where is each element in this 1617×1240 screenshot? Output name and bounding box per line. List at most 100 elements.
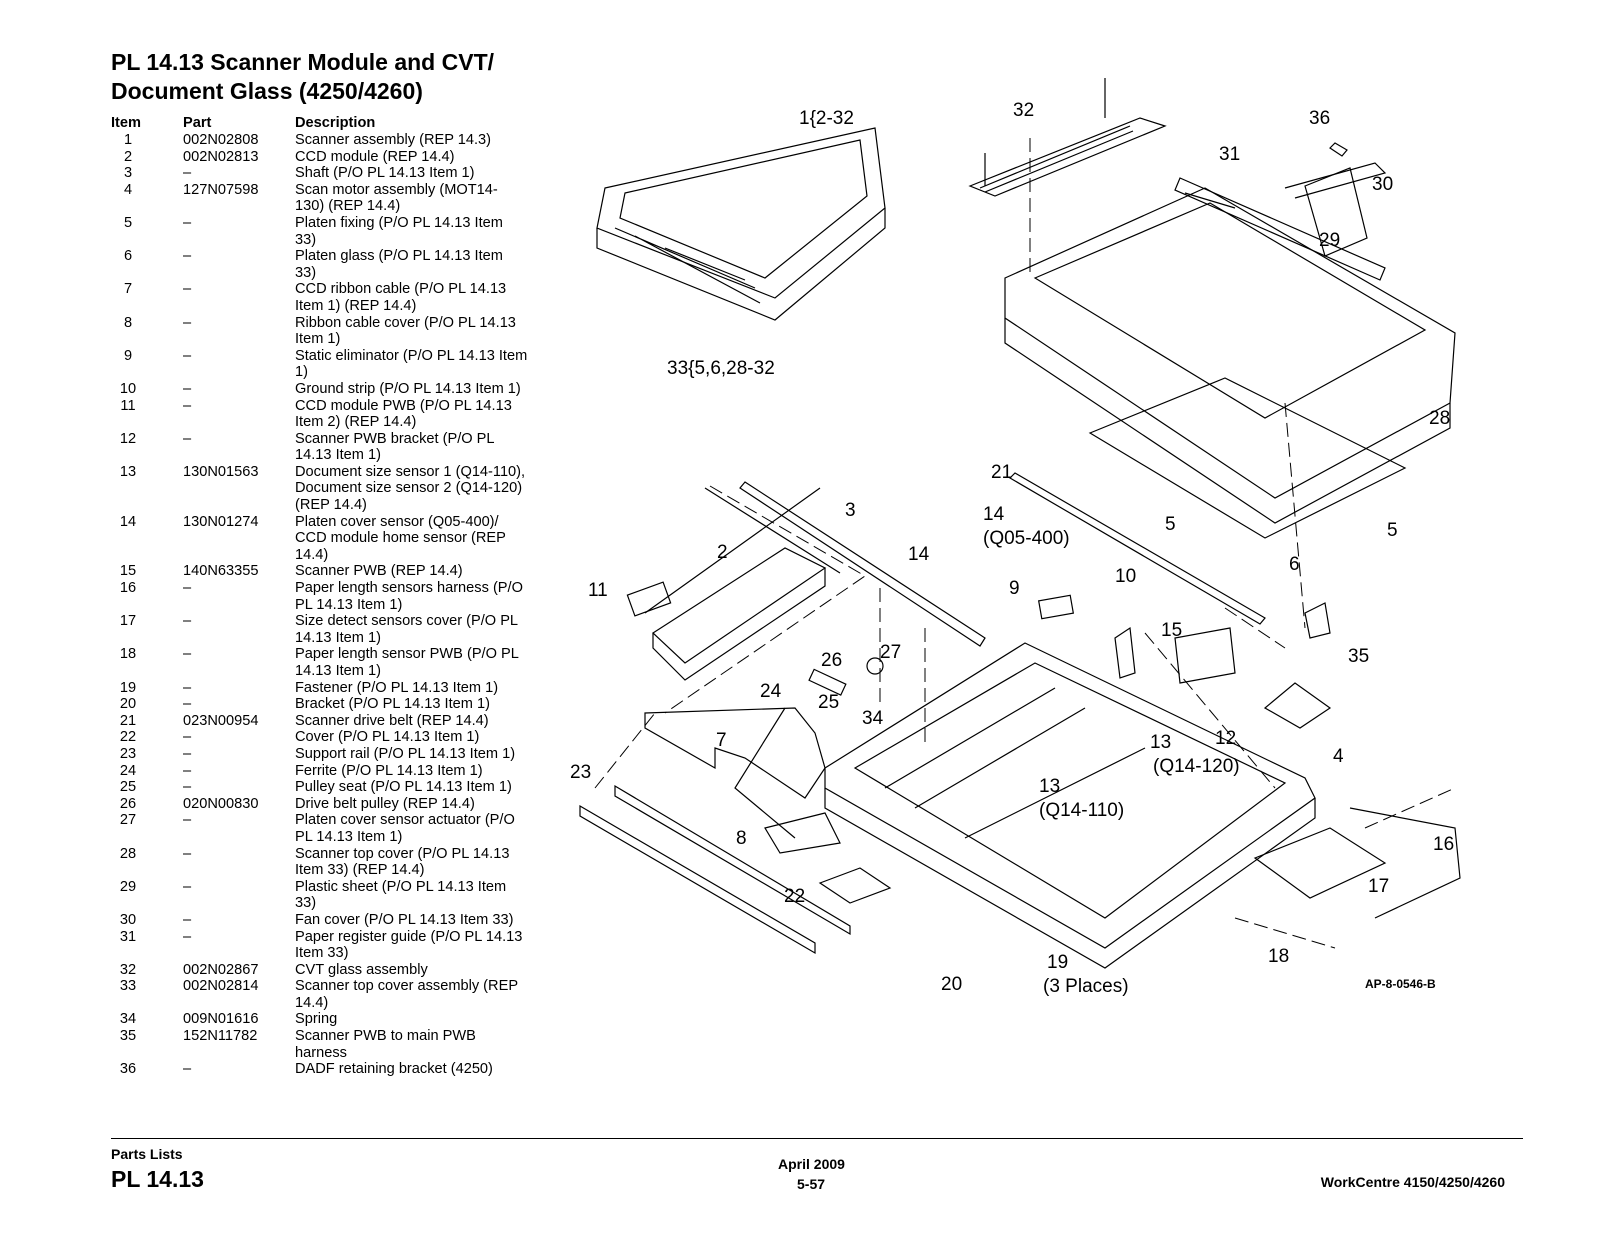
row-item: 26 (119, 795, 137, 812)
callout-24: 24 (760, 681, 782, 702)
callout-30: 30 (1372, 174, 1393, 195)
row-part: – (183, 397, 192, 414)
footer-section: Parts Lists (111, 1146, 183, 1162)
row-part: – (183, 696, 192, 713)
table-row: 3–Shaft (P/O PL 14.13 Item 1) (111, 165, 557, 182)
description-line: Ground strip (P/O PL 14.13 Item 1) (295, 380, 521, 397)
row-description: Bracket (P/O PL 14.13 Item 1) (295, 696, 557, 713)
row-part: – (183, 580, 192, 597)
row-item: 33 (119, 978, 137, 995)
description-line: PL 14.13 Item 1) (295, 596, 403, 613)
shaft-illustration (739, 481, 986, 647)
row-part: – (183, 214, 192, 231)
row-item: 5 (123, 214, 133, 231)
callout-21: 21 (991, 462, 1012, 483)
description-line: Scanner top cover (P/O PL 14.13 (295, 845, 510, 862)
row-part: – (183, 679, 192, 696)
description-line: CCD module home sensor (REP (295, 530, 506, 547)
description-line: 14.13 Item 1) (295, 663, 381, 679)
description-line: Scanner PWB (REP 14.4) (295, 563, 463, 580)
description-line: Fan cover (P/O PL 14.13 Item 33) (295, 911, 514, 928)
row-part: – (183, 928, 192, 945)
row-part: 020N00830 (183, 795, 259, 812)
description-line: Scanner top cover assembly (REP (295, 978, 519, 995)
scanner-frame-illustration (824, 642, 1316, 969)
row-item: 30 (119, 911, 137, 928)
description-line: Plastic sheet (P/O PL 14.13 Item (295, 878, 507, 895)
row-item: 20 (119, 696, 137, 713)
description-line: Ribbon cable cover (P/O PL 14.13 (295, 314, 516, 331)
row-item: 9 (123, 347, 133, 364)
footer-page-number: 5-57 (797, 1176, 826, 1192)
diagram-callouts: 1{2-32 33{5,6,28-32 32 36 31 30 29 28 21… (570, 100, 1454, 997)
description-line: CVT glass assembly (295, 961, 428, 978)
row-item: 2 (123, 148, 133, 165)
callout-16: 16 (1433, 834, 1454, 855)
row-description: Scan motor assembly (MOT14-130) (REP 14.… (295, 182, 557, 215)
scanner-assembly-illustration (596, 127, 886, 321)
description-line: 14.13 Item 1) (295, 629, 381, 646)
footer-divider (111, 1138, 1523, 1139)
row-item: 19 (119, 679, 137, 696)
row-item: 13 (119, 463, 137, 480)
row-item: 35 (119, 1028, 137, 1045)
description-line: 1) (295, 364, 308, 381)
row-description: Ground strip (P/O PL 14.13 Item 1) (295, 381, 557, 398)
callout-19: 19 (1047, 952, 1068, 973)
description-line: Item 33) (REP 14.4) (295, 862, 425, 879)
callout-17: 17 (1368, 876, 1389, 897)
callout-22: 22 (784, 886, 805, 907)
description-line: 14.4) (295, 546, 329, 563)
row-description: Platen cover sensor (Q05-400)/CCD module… (295, 514, 557, 564)
description-line: Scan motor assembly (MOT14- (295, 181, 498, 198)
callout-7: 7 (716, 730, 727, 751)
table-row: 30–Fan cover (P/O PL 14.13 Item 33) (111, 912, 557, 929)
ribbon-cable-cover-illustration (764, 812, 841, 854)
callout-31: 31 (1219, 144, 1240, 165)
drive-belt-illustration (1009, 472, 1266, 625)
row-part: 002N02867 (183, 961, 259, 978)
description-line: Item 1) (REP 14.4) (295, 297, 417, 314)
row-part: – (183, 729, 192, 746)
description-line: CCD module (REP 14.4) (295, 148, 455, 165)
description-line: Document size sensor 1 (Q14-110), (295, 463, 526, 480)
table-row: 24–Ferrite (P/O PL 14.13 Item 1) (111, 763, 557, 780)
table-row: 22–Cover (P/O PL 14.13 Item 1) (111, 729, 557, 746)
callout-35: 35 (1348, 646, 1369, 667)
callout-18: 18 (1268, 946, 1289, 967)
callout-6: 6 (1289, 554, 1300, 575)
callout-19-places: (3 Places) (1043, 976, 1129, 997)
row-item: 25 (119, 779, 137, 796)
row-part: 130N01274 (183, 513, 259, 530)
row-part: 002N02814 (183, 978, 259, 995)
scanner-top-cover-illustration (1004, 142, 1456, 524)
description-line: Bracket (P/O PL 14.13 Item 1) (295, 696, 490, 713)
callout-9: 9 (1009, 578, 1020, 599)
callout-29: 29 (1319, 230, 1340, 251)
callout-13b: 13 (1039, 776, 1060, 797)
description-line: Item 33) (295, 945, 349, 962)
row-description: Scanner assembly (REP 14.3) (295, 132, 557, 149)
description-line: Item 2) (REP 14.4) (295, 414, 417, 431)
ccd-module-illustration (644, 487, 841, 681)
row-part: – (183, 165, 192, 182)
row-description: Fastener (P/O PL 14.13 Item 1) (295, 680, 557, 697)
row-item: 1 (123, 132, 133, 148)
header-description: Description (295, 115, 376, 132)
row-part: – (183, 812, 192, 829)
description-line: 33) (295, 231, 317, 248)
description-line: harness (295, 1044, 347, 1061)
description-line: CCD module PWB (P/O PL 14.13 (295, 397, 512, 414)
description-line: Static eliminator (P/O PL 14.13 Item (295, 347, 528, 364)
